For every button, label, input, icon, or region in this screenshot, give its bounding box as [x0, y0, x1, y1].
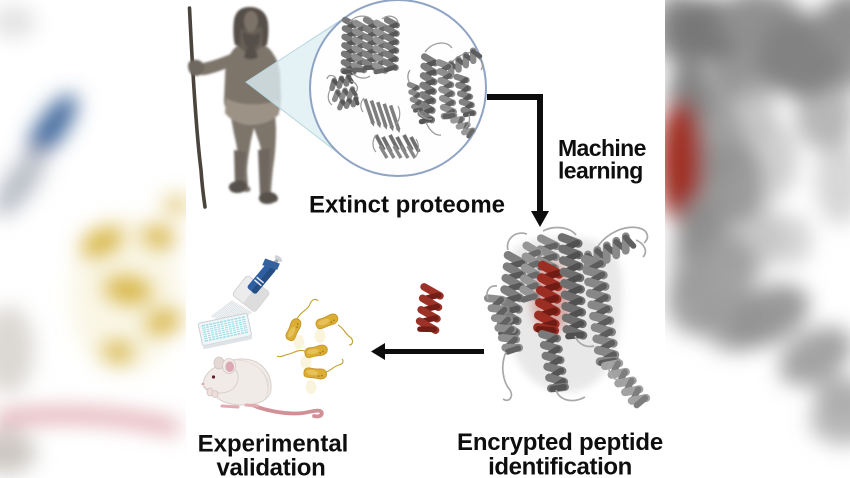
svg-text:learning: learning	[558, 158, 643, 184]
svg-text:Encrypted peptide: Encrypted peptide	[457, 429, 663, 456]
svg-text:Experimental: Experimental	[198, 431, 349, 458]
svg-text:validation: validation	[216, 455, 325, 478]
svg-text:Machine: Machine	[558, 135, 646, 161]
svg-text:Extinct proteome: Extinct proteome	[309, 192, 505, 219]
svg-text:identification: identification	[488, 454, 632, 478]
